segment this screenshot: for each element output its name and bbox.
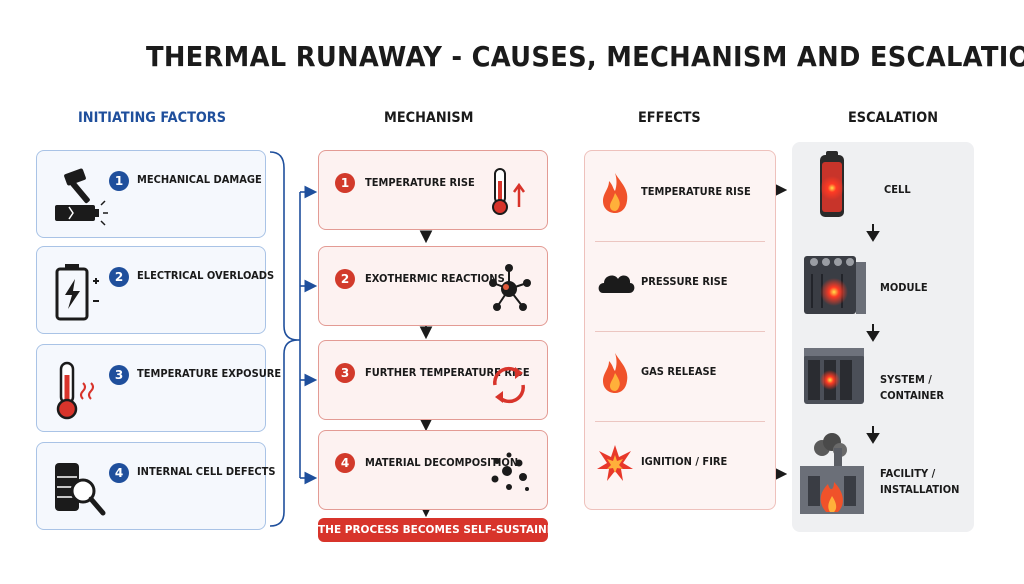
hammer-battery-icon: [55, 168, 108, 226]
effect-label: PRESSURE RISE: [641, 275, 728, 288]
column-header-mechanism: MECHANISM: [384, 110, 474, 126]
factor-card-defects: 4 INTERNAL CELL DEFECTS: [36, 442, 276, 530]
page-title: THERMAL RUNAWAY - CAUSES, MECHANISM AND …: [146, 40, 1024, 73]
effect-label: IGNITION / FIRE: [641, 455, 728, 468]
column-header-effects: EFFECTS: [638, 110, 701, 126]
battery-bolt-icon: [55, 264, 99, 321]
cycle-arrows-icon: [493, 366, 525, 404]
factor-label: ELECTRICAL OVERLOADS: [137, 269, 275, 282]
molecule-icon: [489, 264, 531, 311]
effect-item: PRESSURE RISE: [585, 241, 775, 331]
module-icon: [804, 256, 866, 314]
mechanism-step-4: 4 MATERIAL DECOMPOSITION: [318, 430, 548, 510]
mechanism-label: TEMPERATURE RISE: [365, 176, 475, 189]
mechanism-number-badge: 1: [335, 173, 355, 193]
factor-number-badge: 1: [109, 171, 129, 191]
facility-fire-icon: [800, 433, 864, 514]
escalation-label-module: MODULE: [880, 281, 928, 294]
factor-number-badge: 4: [109, 463, 129, 483]
effect-item: GAS RELEASE: [585, 331, 775, 421]
mechanism-label: MATERIAL DECOMPOSITION: [365, 456, 519, 469]
particles-icon: [491, 452, 529, 491]
self-sustaining-banner: THE PROCESS BECOMES SELF-SUSTAINING: [318, 518, 568, 542]
effects-panel: TEMPERATURE RISE PRESSURE RISE GAS RELEA…: [584, 150, 776, 510]
mechanism-number-badge: 4: [335, 453, 355, 473]
effect-label: GAS RELEASE: [641, 365, 717, 378]
escalation-label-container: SYSTEM / CONTAINER: [880, 373, 944, 402]
column-header-escalation: ESCALATION: [848, 110, 938, 126]
mechanism-step-3: 3 FURTHER TEMPERATURE RISE: [318, 340, 548, 420]
factor-label: MECHANICAL DAMAGE: [137, 173, 262, 186]
factor-card-electrical: 2 ELECTRICAL OVERLOADS: [36, 246, 274, 334]
cell-icon: [820, 151, 844, 217]
explosion-icon: [597, 445, 633, 481]
mechanism-label: FURTHER TEMPERATURE RISE: [365, 366, 530, 379]
flame-icon: [603, 353, 628, 393]
factor-card-temperature: 3 TEMPERATURE EXPOSURE: [36, 344, 281, 432]
factor-label: INTERNAL CELL DEFECTS: [137, 465, 276, 478]
thermometer-heat-icon: [56, 361, 94, 420]
container-icon: [804, 348, 864, 404]
escalation-label-facility: FACILITY / INSTALLATION: [880, 467, 960, 496]
factor-card-mechanical: 1 MECHANICAL DAMAGE: [36, 150, 266, 238]
cloud-icon: [598, 275, 635, 293]
magnifier-cell-icon: [55, 463, 106, 516]
flame-icon: [603, 173, 628, 213]
effect-label: TEMPERATURE RISE: [641, 185, 751, 198]
thermometer-up-icon: [492, 168, 526, 215]
factor-label: TEMPERATURE EXPOSURE: [137, 367, 282, 380]
mechanism-label: EXOTHERMIC REACTIONS: [365, 272, 505, 285]
factor-number-badge: 2: [109, 267, 129, 287]
mechanism-number-badge: 2: [335, 269, 355, 289]
column-header-initiating: INITIATING FACTORS: [78, 110, 227, 126]
effect-item: IGNITION / FIRE: [585, 421, 775, 511]
mechanism-number-badge: 3: [335, 363, 355, 383]
factor-number-badge: 3: [109, 365, 129, 385]
escalation-label-cell: CELL: [884, 183, 911, 196]
mechanism-step-1: 1 TEMPERATURE RISE: [318, 150, 548, 230]
mechanism-step-2: 2 EXOTHERMIC REACTIONS: [318, 246, 548, 326]
effect-item: TEMPERATURE RISE: [585, 151, 775, 241]
